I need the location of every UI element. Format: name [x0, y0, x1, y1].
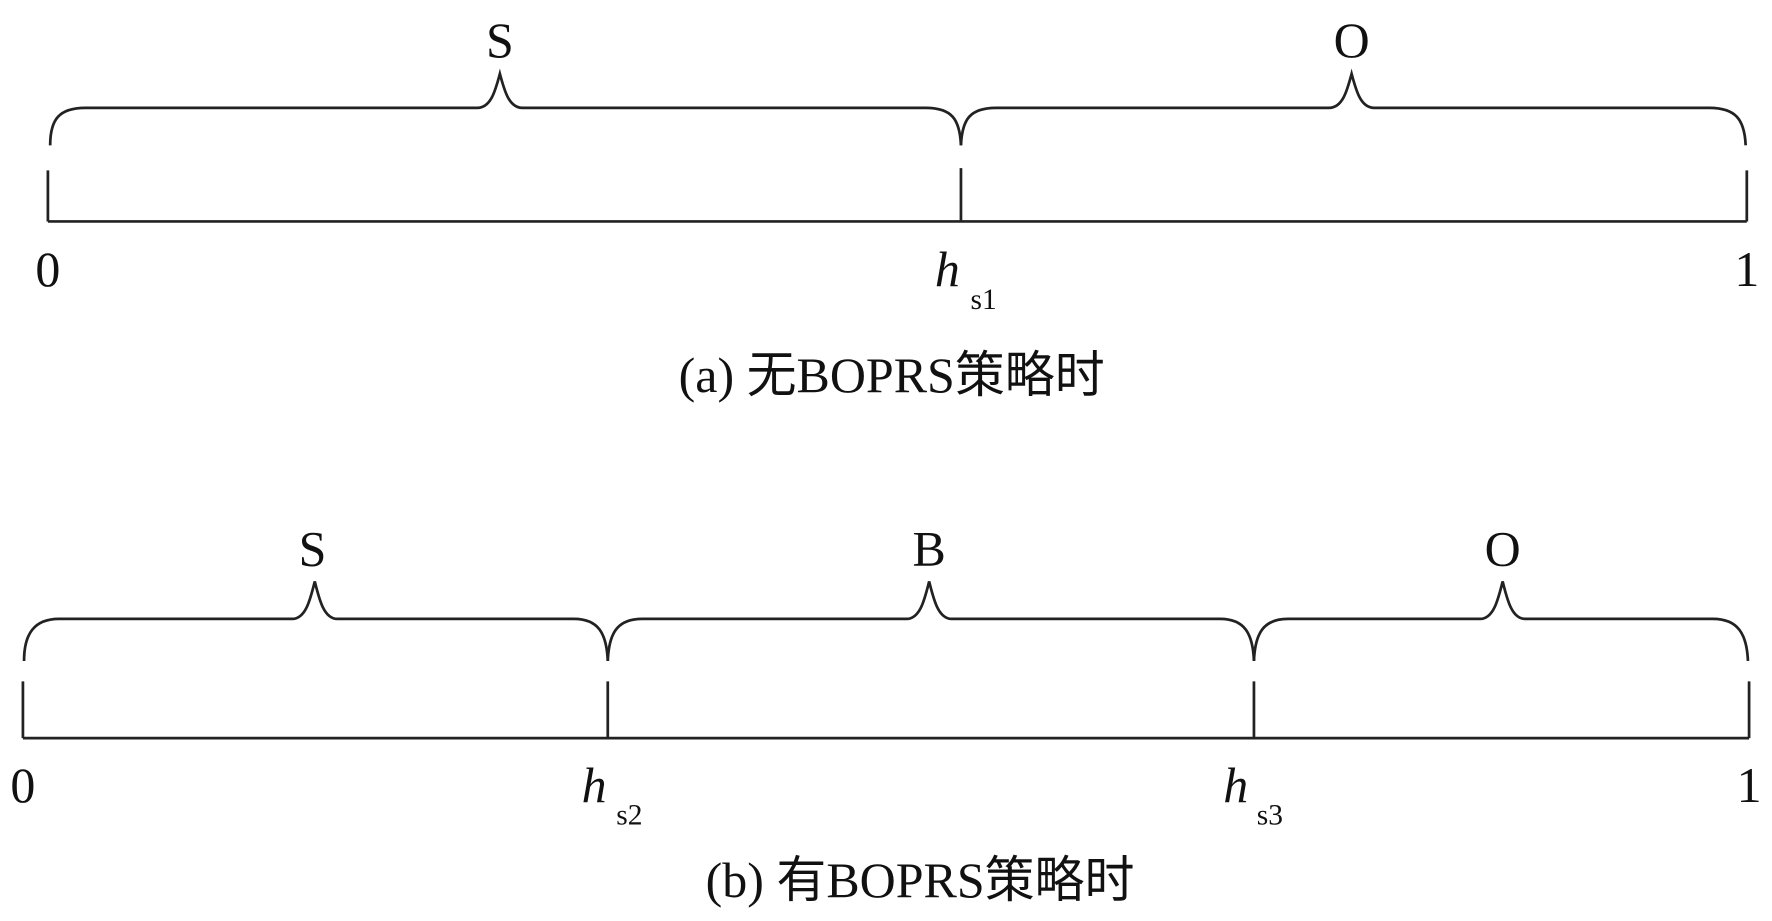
axis-line-a [46, 168, 1749, 223]
panel-a: S O 0 h s1 1 (a) 无BOPRS策略时 [35, 12, 1759, 403]
caption-b: (b) 有BOPRS策略时 [706, 852, 1135, 908]
tick-label-0: 0 [35, 241, 60, 297]
region-label-b: B [912, 521, 945, 577]
tick-label-1: 1 [1737, 757, 1762, 813]
panel-b: S B O 0 h s2 h s3 1 (b) 有BOPRS策略时 [10, 521, 1761, 909]
tick-label-0: 0 [10, 757, 35, 813]
caption-a: (a) 无BOPRS策略时 [679, 347, 1105, 403]
region-label-o: O [1485, 521, 1521, 577]
region-label-s: S [486, 12, 514, 68]
tick-label-hs2-sub: s2 [616, 799, 642, 831]
brace-o-b [1252, 581, 1750, 661]
tick-label-hs3: h [1223, 757, 1248, 813]
brace-s-a [48, 68, 963, 146]
tick-label-hs2: h [582, 757, 607, 813]
tick-label-hs1-sub: s1 [971, 284, 997, 316]
tick-label-1: 1 [1734, 241, 1759, 297]
tick-label-hs3-sub: s3 [1257, 799, 1283, 831]
region-label-o: O [1334, 12, 1370, 68]
brace-b-b [606, 581, 1256, 661]
tick-label-hs1: h [935, 241, 960, 297]
brace-s-b [22, 581, 610, 661]
brace-o-a [959, 68, 1748, 146]
region-label-s: S [299, 521, 327, 577]
axis-line-b [21, 681, 1751, 740]
